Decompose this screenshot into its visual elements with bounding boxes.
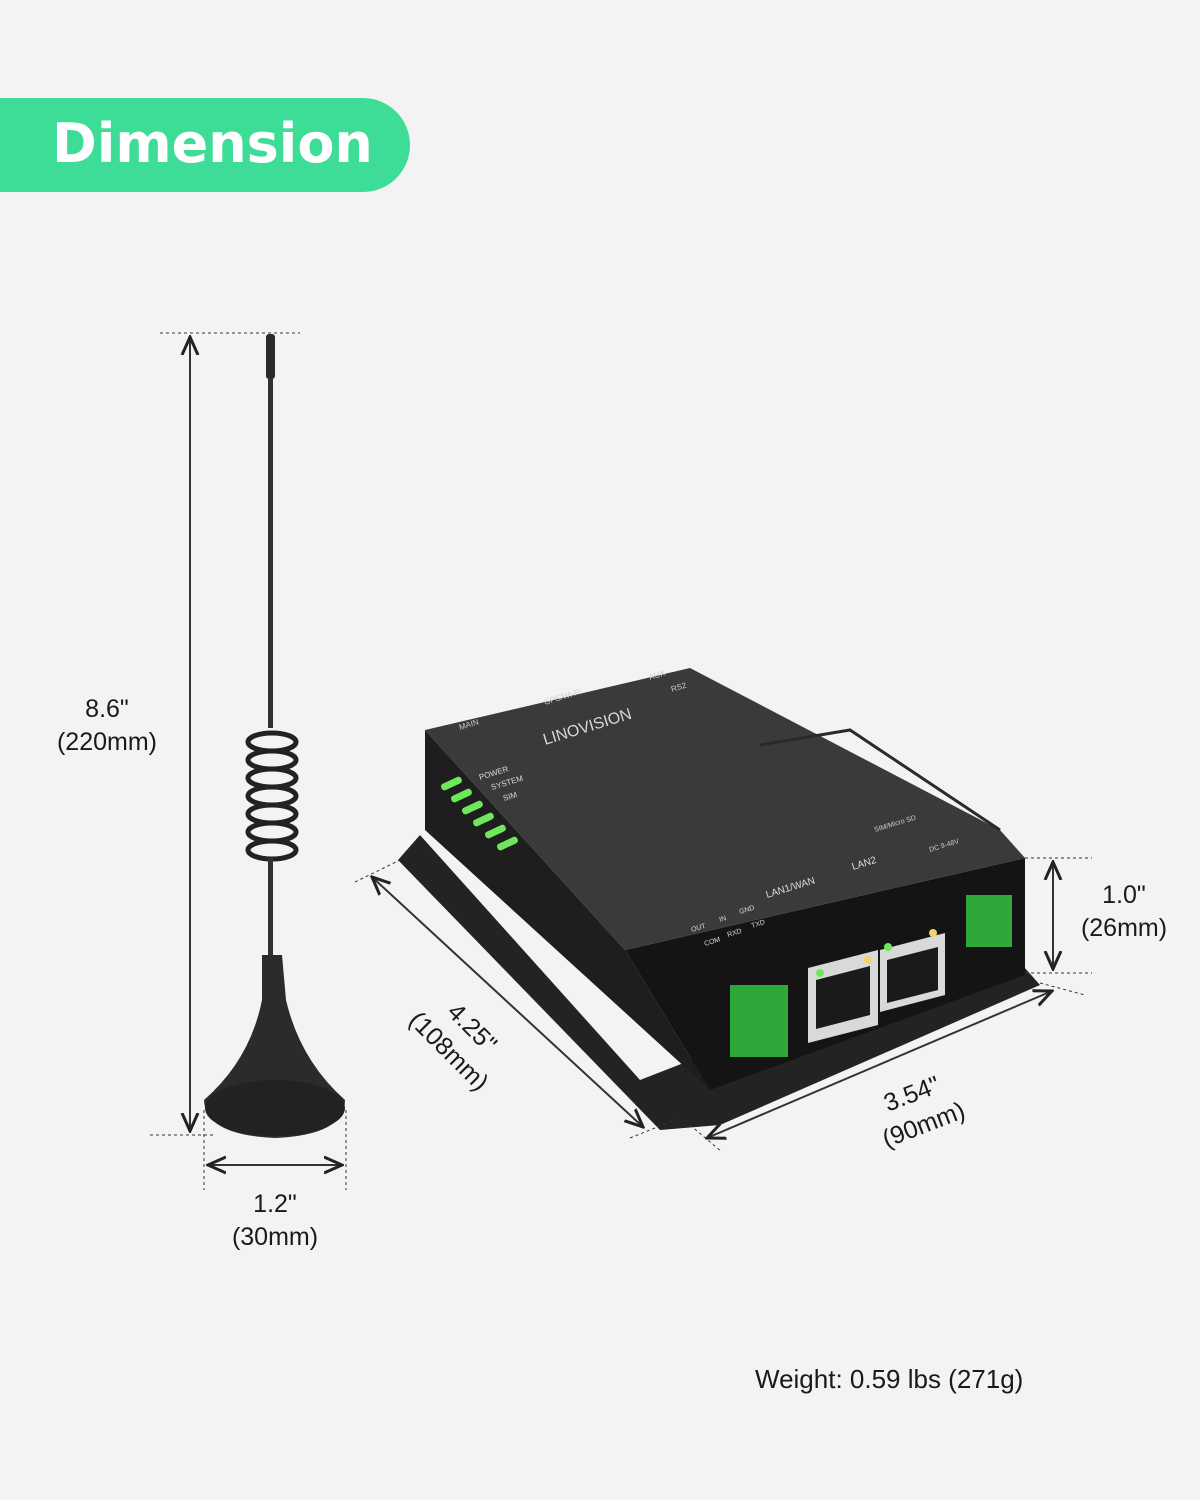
antenna-width-dimension <box>203 1110 347 1190</box>
weight-label: Weight: 0.59 lbs (271g) <box>755 1364 1024 1394</box>
device-height-dimension <box>1025 857 1092 974</box>
io-terminal-block <box>730 985 788 1057</box>
svg-text:GND: GND <box>739 905 756 916</box>
svg-text:TXD: TXD <box>751 919 766 930</box>
device-width-dimension <box>689 982 1086 1153</box>
svg-text:OUT: OUT <box>691 923 708 934</box>
section-banner: Dimension <box>0 98 410 192</box>
antenna <box>204 334 345 1138</box>
banner-title: Dimension <box>52 112 373 175</box>
antenna-width-label: 1.2"(30mm) <box>231 1190 319 1251</box>
device-height-label: 1.0"(26mm) <box>1080 881 1168 942</box>
svg-text:COM: COM <box>704 936 722 948</box>
svg-text:RXD: RXD <box>727 928 743 939</box>
power-terminal <box>966 895 1012 947</box>
status-leds <box>440 776 518 851</box>
antenna-height-label: 8.6"(220mm) <box>56 695 157 756</box>
svg-text:SIM: SIM <box>502 790 519 803</box>
device-depth-dimension <box>354 859 681 1139</box>
svg-text:IN: IN <box>719 915 728 924</box>
